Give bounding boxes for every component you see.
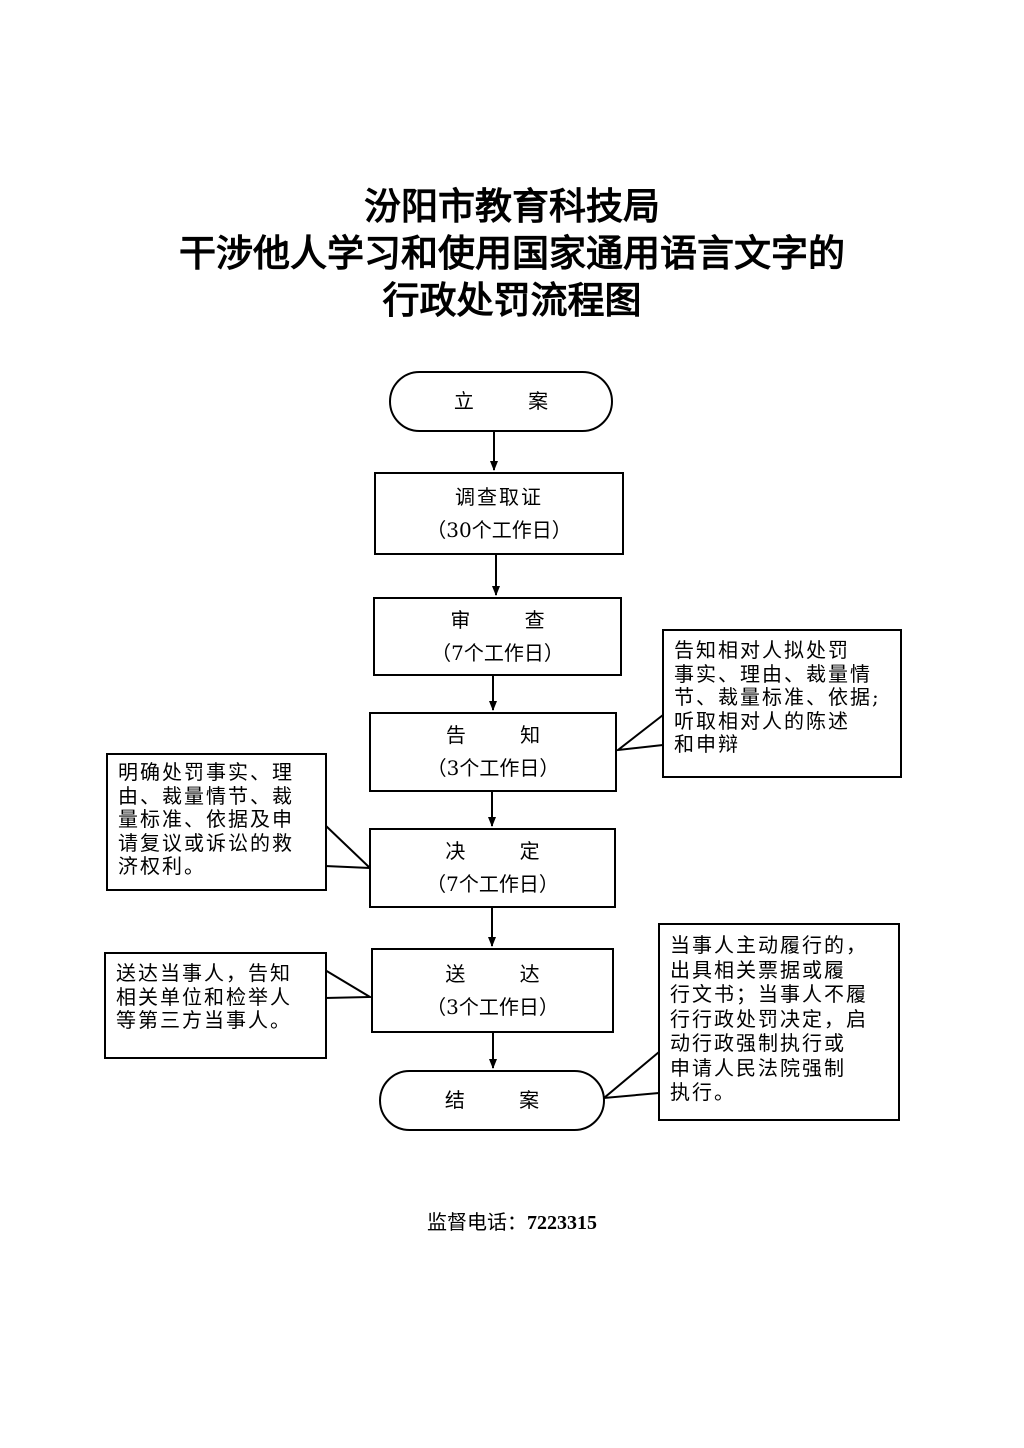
step-decide: 决 定 （7个工作日）: [369, 828, 616, 908]
note-line: 出具相关票据或履: [670, 957, 846, 982]
note-line: 当事人主动履行的，: [670, 933, 868, 957]
phone-label: 监督电话：: [427, 1210, 527, 1234]
callout-notify: 告知相对人拟处罚 事实、理由、裁量情 节、裁量标准、依据; 听取相对人的陈述 和…: [662, 629, 902, 778]
note-line: 听取相对人的陈述: [674, 708, 850, 733]
step-label: 结 案: [444, 1088, 564, 1112]
callout-deliver: 送达当事人，告知 相关单位和检举人 等第三方当事人。: [104, 952, 327, 1059]
step-label: 决 定: [445, 839, 564, 863]
note-line: 量标准、依据及申: [118, 807, 294, 831]
note-line: 执行。: [670, 1080, 736, 1104]
step-duration: （3个工作日）: [426, 994, 559, 1019]
title-line-2: 干涉他人学习和使用国家通用语言文字的: [179, 231, 845, 275]
note-line: 送达当事人，告知: [116, 961, 292, 985]
step-label: 立 案: [453, 389, 573, 413]
callout-notify-pointer: [614, 714, 664, 752]
supervision-phone: 监督电话：7223315: [0, 1206, 1024, 1235]
note-line: 动行政强制执行或: [670, 1031, 846, 1055]
step-investigation: 调查取证 （30个工作日）: [374, 472, 624, 555]
callout-decide-pointer: [324, 824, 373, 870]
step-deliver: 送 达 （3个工作日）: [371, 948, 614, 1033]
callout-close-pointer: [600, 1051, 660, 1100]
step-label: 告 知: [445, 723, 565, 747]
step-review: 审 查 （7个工作日）: [373, 597, 622, 676]
step-close-case: 结 案: [379, 1070, 605, 1131]
note-line: 告知相对人拟处罚: [674, 638, 850, 662]
step-label: 审 查: [450, 607, 569, 632]
note-line: 节、裁量标准、依据;: [674, 685, 881, 709]
title-line-3: 行政处罚流程图: [382, 278, 642, 322]
step-case-filing: 立 案: [389, 371, 613, 432]
note-line: 济权利。: [118, 854, 206, 878]
step-notify: 告 知 （3个工作日）: [369, 712, 617, 792]
step-duration: （7个工作日）: [431, 640, 564, 665]
note-line: 行行政处罚决定，启: [670, 1006, 868, 1031]
step-label: 送 达: [445, 961, 564, 986]
note-line: 请复议或诉讼的救: [118, 830, 294, 855]
step-duration: （7个工作日）: [426, 872, 559, 896]
phone-number: 7223315: [527, 1212, 597, 1234]
note-line: 由、裁量情节、裁: [118, 783, 294, 808]
note-line: 等第三方当事人。: [116, 1008, 292, 1032]
step-duration: （30个工作日）: [426, 517, 572, 542]
step-label: 调查取证: [455, 484, 543, 509]
callout-deliver-pointer: [324, 969, 374, 999]
note-line: 明确处罚事实、理: [118, 760, 294, 784]
callout-decide: 明确处罚事实、理 由、裁量情节、裁 量标准、依据及申 请复议或诉讼的救 济权利。: [106, 753, 327, 891]
note-line: 和申辩: [674, 732, 740, 756]
title-line-1: 汾阳市教育科技局: [364, 184, 660, 228]
step-duration: （3个工作日）: [426, 756, 560, 780]
note-line: 事实、理由、裁量情: [674, 661, 872, 686]
note-line: 申请人民法院强制: [670, 1055, 846, 1080]
callout-close: 当事人主动履行的， 出具相关票据或履 行文书；当事人不履 行行政处罚决定，启 动…: [658, 923, 900, 1121]
note-line: 行文书；当事人不履: [670, 982, 868, 1006]
note-line: 相关单位和检举人: [116, 984, 292, 1009]
